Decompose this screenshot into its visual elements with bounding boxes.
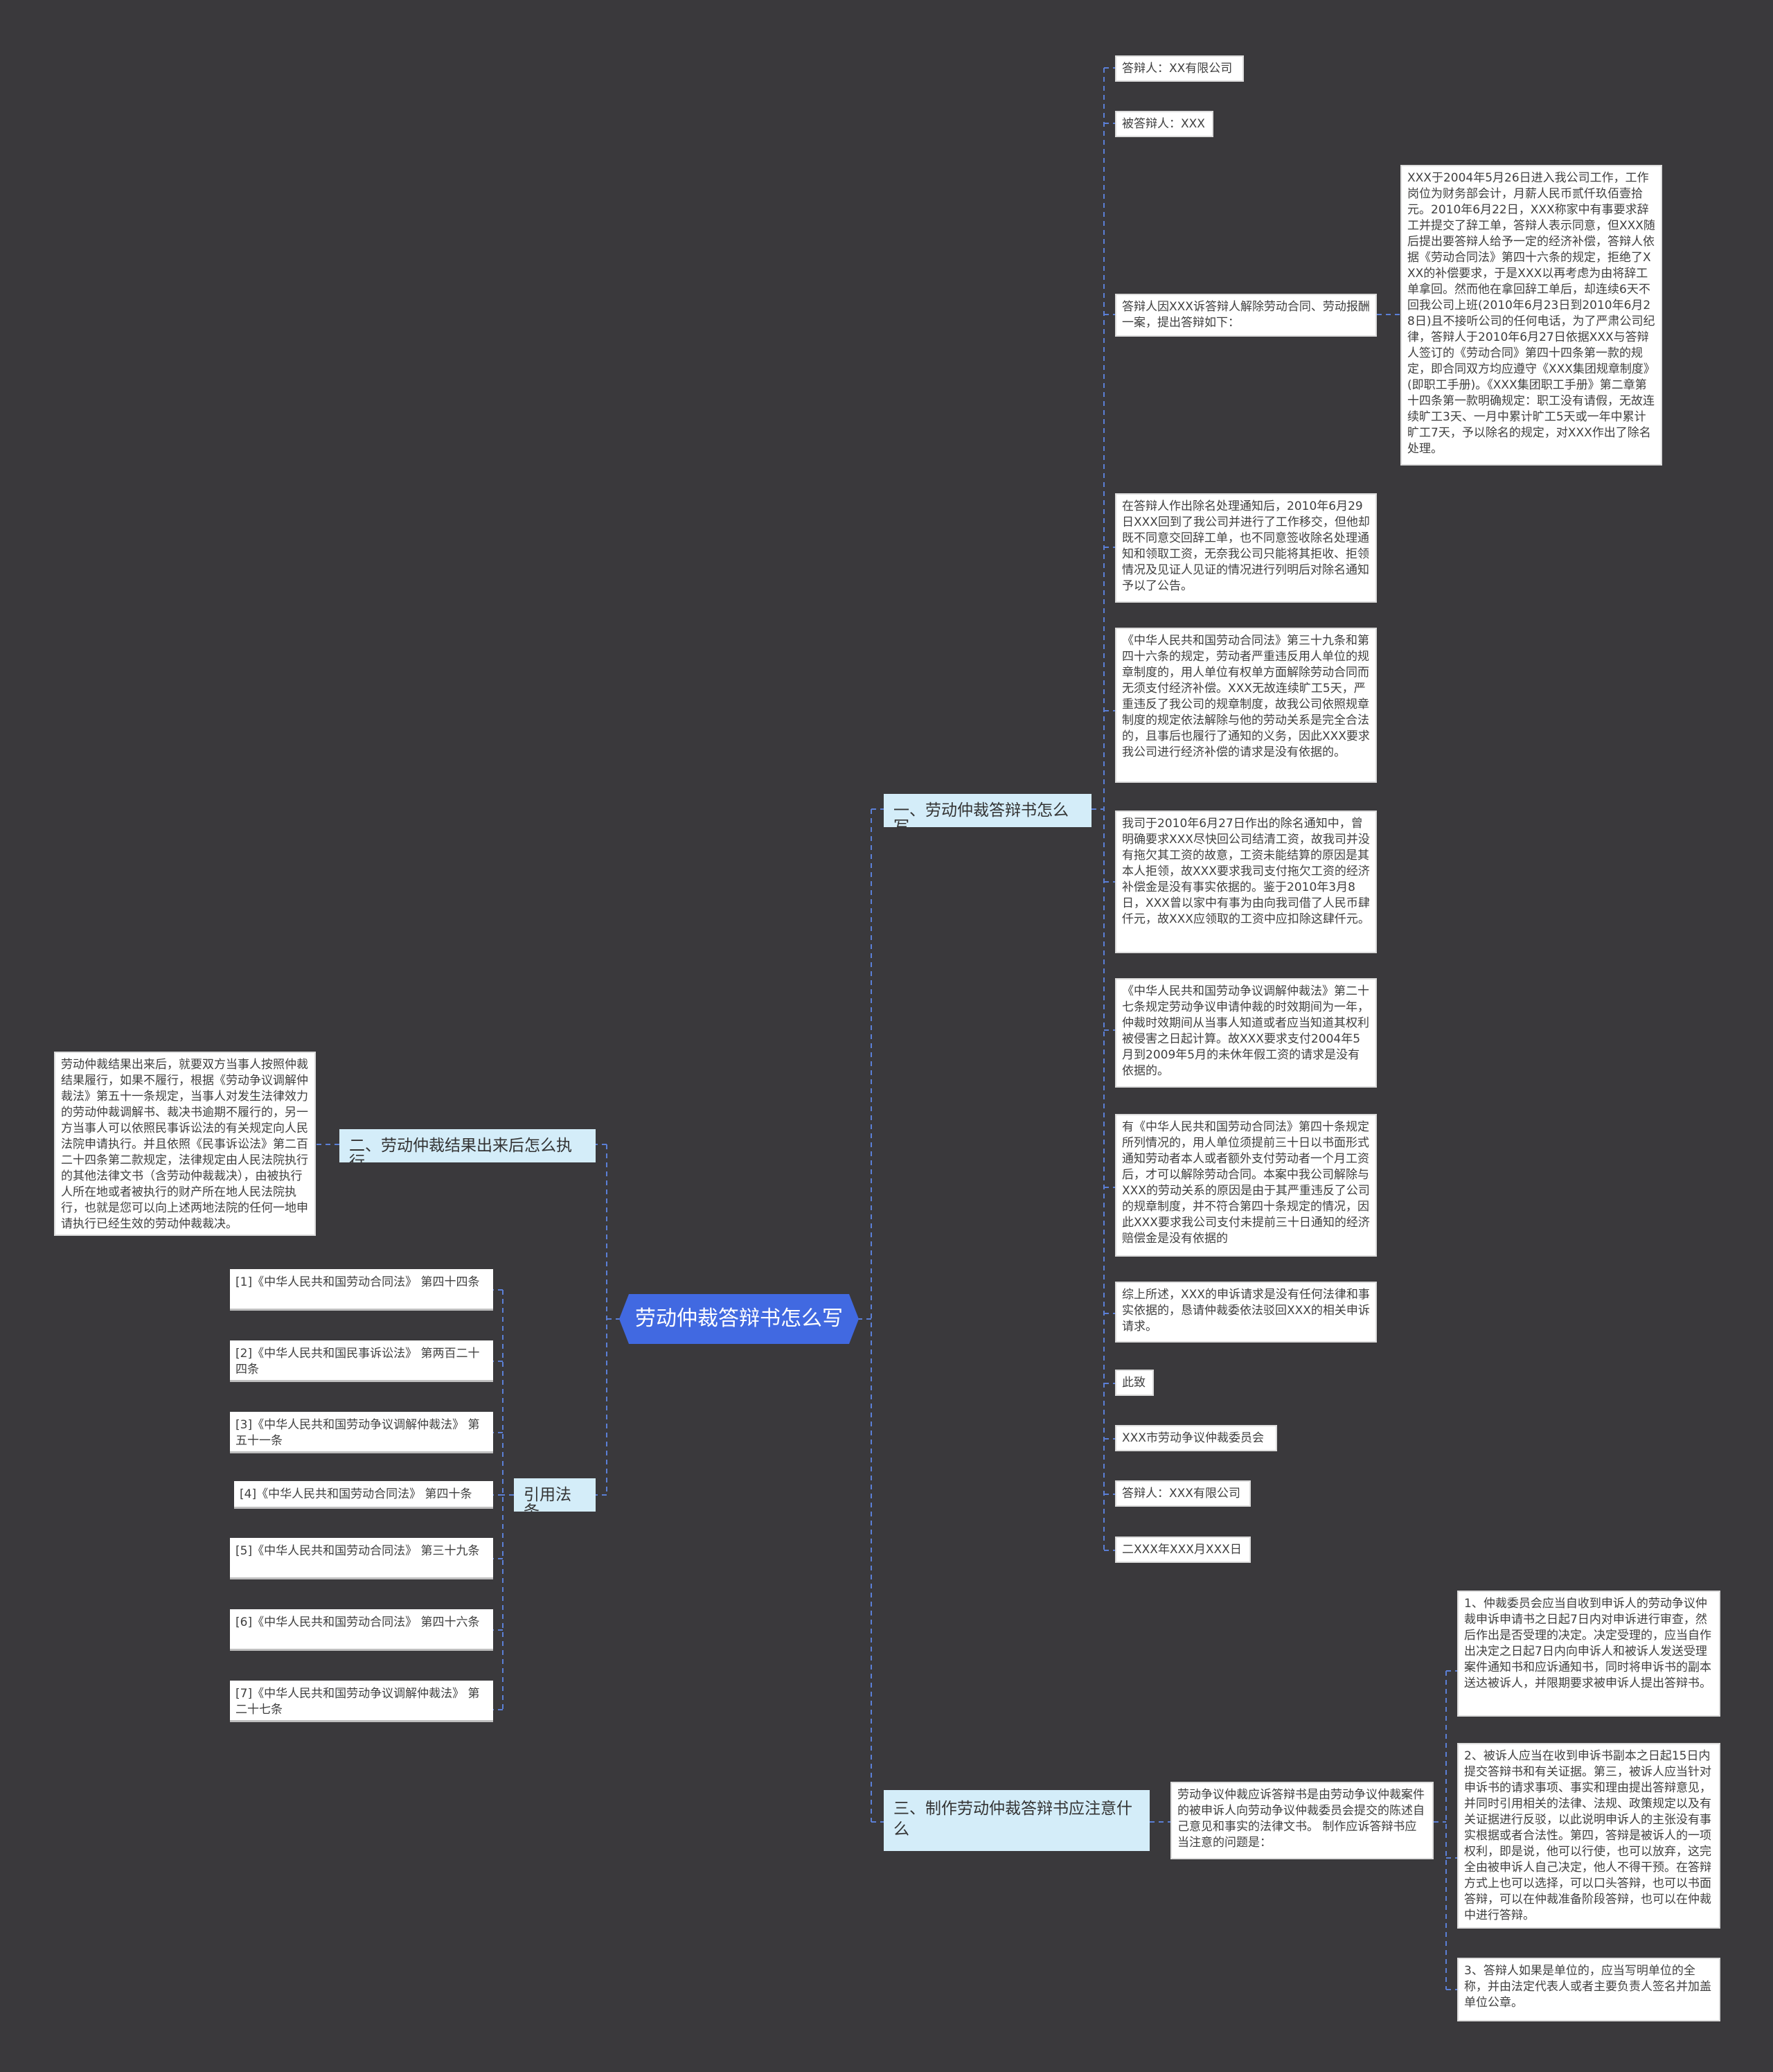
ref-item-7[interactable]: [7]《中华人民共和国劳动争议调解仲裁法》 第二十七条 [230,1681,493,1722]
leaf-respondent[interactable]: 答辩人：XX有限公司 [1115,55,1244,82]
leaf-wage-settlement[interactable]: 我司于2010年6月27日作出的除名通知中，曾明确要求XXX尽快回公司结清工资，… [1115,811,1377,953]
leaf-respondent-signature[interactable]: 答辩人：XXX有限公司 [1115,1480,1251,1507]
leaf-dismissal-notice[interactable]: 在答辩人作出除名处理通知后，2010年6月29日XXX回到了我公司并进行了工作移… [1115,493,1377,603]
branch-enforcement[interactable]: 二、劳动仲裁结果出来后怎么执行 [339,1129,596,1162]
ref-item-1[interactable]: [1]《中华人民共和国劳动合同法》 第四十四条 [230,1269,493,1311]
leaf-case-statement[interactable]: 答辩人因XXX诉答辩人解除劳动合同、劳动报酬一案，提出答辩如下： [1115,294,1377,337]
ref-item-3[interactable]: [3]《中华人民共和国劳动争议调解仲裁法》 第五十一条 [230,1412,493,1453]
leaf-conclusion[interactable]: 综上所述，XXX的申诉请求是没有任何法律和事实依据的，恳请仲裁委依法驳回XXX的… [1115,1282,1377,1343]
ref-item-6[interactable]: [6]《中华人民共和国劳动合同法》 第四十六条 [230,1609,493,1651]
central-topic[interactable]: 劳动仲裁答辩书怎么写 [619,1294,859,1344]
leaf-arbitration-time-limit[interactable]: 《中华人民共和国劳动争议调解仲裁法》第二十七条规定劳动争议申请仲裁的时效期间为一… [1115,978,1377,1088]
leaf-labor-contract-law-39[interactable]: 《中华人民共和国劳动合同法》第三十九条和第四十六条的规定，劳动者严重违反用人单位… [1115,628,1377,783]
leaf-salutation[interactable]: 此致 [1115,1370,1154,1396]
ref-item-4[interactable]: [4]《中华人民共和国劳动合同法》 第四十条 [234,1481,493,1509]
leaf-labor-contract-law-40[interactable]: 有《中华人民共和国劳动合同法》第四十条规定所列情况的，用人单位须提前三十日以书面… [1115,1114,1377,1257]
ref-item-2[interactable]: [2]《中华人民共和国民事诉讼法》 第两百二十四条 [230,1340,493,1382]
branch-how-to-write[interactable]: 一、劳动仲裁答辩书怎么写 [884,794,1092,827]
leaf-precaution-1[interactable]: 1、仲裁委员会应当自收到申诉人的劳动争议仲裁申诉申请书之日起7日内对申诉进行审查… [1457,1591,1720,1717]
branch-precautions[interactable]: 三、制作劳动仲裁答辩书应注意什么 [884,1790,1150,1851]
leaf-precaution-3[interactable]: 3、答辩人如果是单位的，应当写明单位的全称，并由法定代表人或者主要负责人签名并加… [1457,1958,1720,2021]
leaf-date[interactable]: 二XXX年XXX月XXX日 [1115,1537,1251,1563]
leaf-precaution-2[interactable]: 2、被诉人应当在收到申诉书副本之日起15日内提交答辩书和有关证据。第三，被诉人应… [1457,1743,1720,1929]
leaf-claimant[interactable]: 被答辩人：XXX [1115,111,1213,137]
leaf-arbitration-committee[interactable]: XXX市劳动争议仲裁委员会 [1115,1425,1277,1451]
leaf-case-facts-detail[interactable]: XXX于2004年5月26日进入我公司工作，工作岗位为财务部会计，月薪人民币贰仟… [1400,165,1662,466]
leaf-precautions-intro[interactable]: 劳动争议仲裁应诉答辩书是由劳动争议仲裁案件的被申诉人向劳动争议仲裁委员会提交的陈… [1170,1782,1434,1859]
leaf-enforcement-detail[interactable]: 劳动仲裁结果出来后，就要双方当事人按照仲裁结果履行，如果不履行，根据《劳动争议调… [54,1052,316,1236]
ref-item-5[interactable]: [5]《中华人民共和国劳动合同法》 第三十九条 [230,1538,493,1579]
branch-cited-laws[interactable]: 引用法条 [514,1478,596,1512]
